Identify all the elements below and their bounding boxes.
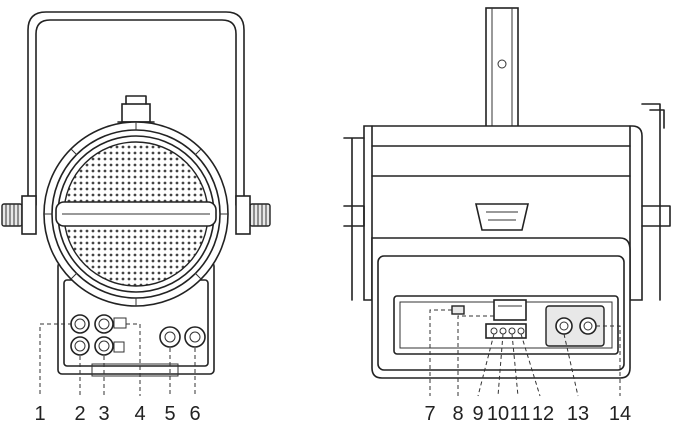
callout-6: 6 xyxy=(189,403,200,425)
callout-12: 12 xyxy=(532,403,554,425)
front-connectors xyxy=(70,314,206,356)
connector-3 xyxy=(94,314,114,334)
connector-5 xyxy=(159,326,181,348)
panel-buttons xyxy=(485,323,527,339)
connector-1 xyxy=(70,314,90,334)
callout-7: 7 xyxy=(424,403,435,425)
front-callout-numbers: 1 2 3 4 5 6 xyxy=(34,403,200,425)
callout-3: 3 xyxy=(98,403,109,425)
callout-2: 2 xyxy=(74,403,85,425)
front-yoke xyxy=(27,11,245,206)
callout-8: 8 xyxy=(452,403,463,425)
panel-display-8 xyxy=(493,299,527,321)
connector-6 xyxy=(184,326,206,348)
yoke-mount-plate xyxy=(474,203,530,231)
socket-13 xyxy=(555,317,573,335)
callout-1: 1 xyxy=(34,403,45,425)
connector-4 xyxy=(94,336,114,356)
callout-5: 5 xyxy=(164,403,175,425)
rear-leaders xyxy=(429,309,621,397)
rear-callout-numbers: 7 8 9 10 11 12 13 14 xyxy=(424,403,631,425)
panel-switch-7 xyxy=(451,305,465,315)
front-view xyxy=(1,11,271,377)
callout-4: 4 xyxy=(134,403,145,425)
right-yoke-knob xyxy=(249,203,271,227)
callout-10: 10 xyxy=(487,403,509,425)
top-clamp xyxy=(121,103,151,123)
rear-view xyxy=(343,7,671,379)
callout-14: 14 xyxy=(609,403,631,425)
callout-13: 13 xyxy=(567,403,589,425)
callout-9: 9 xyxy=(472,403,483,425)
left-yoke-knob xyxy=(1,203,23,227)
socket-14 xyxy=(579,317,597,335)
connector-2 xyxy=(70,336,90,356)
callout-11: 11 xyxy=(510,403,531,425)
front-leaders xyxy=(39,323,196,396)
